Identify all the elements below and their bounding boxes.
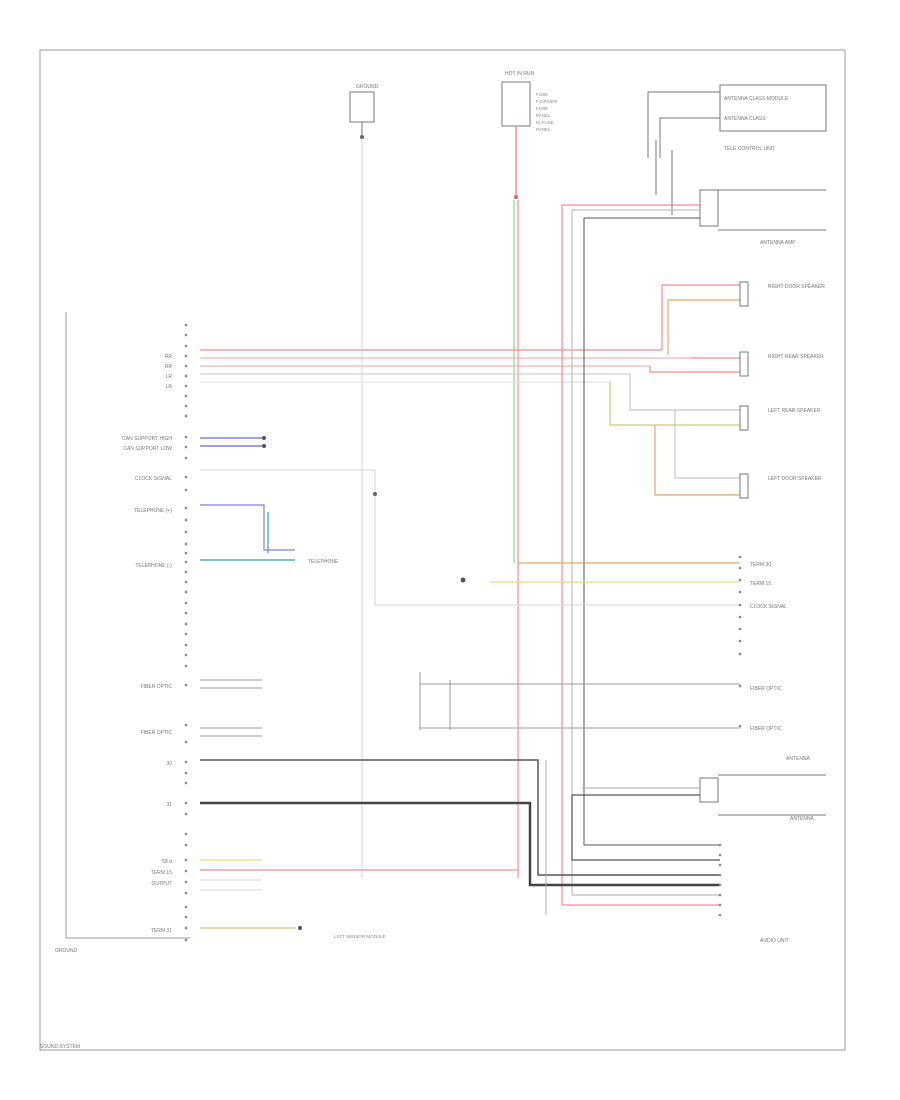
svg-text:FUSE: FUSE [536,106,548,111]
radio-bracket [65,312,190,939]
label-31: 31 [166,802,172,808]
label-can-low: CAN SUPPORT LOW [123,446,172,452]
svg-text:PANEL: PANEL [536,113,551,118]
speakers: RIGHT DOOR SPEAKER RIGHT REAR SPEAKER LE… [739,281,825,499]
trunk-wires [561,204,720,906]
svg-text:CLOCK SIGNAL: CLOCK SIGNAL [750,604,787,610]
svg-text:GROUND: GROUND [356,84,379,90]
svg-text:TERM 30: TERM 30 [750,562,771,568]
svg-text:FUSE: FUSE [536,92,548,97]
label-term15: TERM 15 [151,870,172,876]
svg-text:ANTENNA CLASS MODULE: ANTENNA CLASS MODULE [724,96,789,102]
label-term31: TERM 31 [151,928,172,934]
telephone-label-1: TELEPHONE [308,559,339,565]
label-output: OUTPUT [151,881,172,887]
label-tel-minus: TELEPHONE (-) [135,563,172,569]
power-buses [200,759,720,915]
left-sensor-label: LEFT SENSOR MODULE [334,934,386,939]
bottom-note: SOUND SYSTEM [40,1044,80,1050]
bottom-right-connector [718,843,722,917]
label-rr-plus: RR [165,354,173,360]
front-left-speaker-label: LEFT DOOR SPEAKER [768,476,822,482]
term-wires [460,562,740,583]
fuse-block: HOT IN RUN FUSE F-DRIVER FUSE PANEL IN F… [501,71,558,878]
svg-text:TERM 15: TERM 15 [750,581,771,587]
label-lr-minus: LR [166,384,173,390]
svg-text:ANTENNA CLASS: ANTENNA CLASS [724,116,766,122]
label-30: 30 [166,761,172,767]
left-labels: RR RR LR LR CAN SUPPORT HIGH CAN SUPPORT… [122,354,172,934]
top-ground: GROUND [349,84,379,878]
front-right-speaker-label: RIGHT DOOR SPEAKER [768,284,825,290]
radio-pin-column [184,323,188,942]
label-tel-plus: TELEPHONE (+) [134,508,172,514]
svg-text:HOT IN RUN: HOT IN RUN [505,71,534,77]
label-rr-minus: RR [165,364,173,370]
audio-unit-label: AUDIO UNIT [760,938,789,944]
label-fiber-1: FIBER OPTIC [141,684,173,690]
left-rear-speaker-label: LEFT REAR SPEAKER [768,408,821,414]
clock-wire [200,469,740,606]
term31-bottom: LEFT SENSOR MODULE [200,926,386,939]
svg-text:PANEL: PANEL [536,127,551,132]
right-labels: TERM 30 TERM 15 CLOCK SIGNAL FIBER OPTIC… [750,562,787,732]
label-can-high: CAN SUPPORT HIGH [122,436,172,442]
speaker-wires [200,284,740,496]
label-clock: CLOCK SIGNAL [135,476,172,482]
telephone-wires: TELEPHONE [200,504,339,565]
label-lr-plus: LR [166,374,173,380]
fiber-optic [200,672,740,737]
svg-text:FIBER OPTIC: FIBER OPTIC [750,726,782,732]
can-lines [200,436,266,448]
label-fiber-2: FIBER OPTIC [141,730,173,736]
svg-text:ANTENNA AMP: ANTENNA AMP [760,240,796,246]
right-connector [738,555,742,728]
svg-text:F-DRIVER: F-DRIVER [536,99,558,104]
label-58d: 58 d [162,859,172,865]
diagram-frame [39,49,846,1051]
antenna-lower: ANTENNA ANTENNA [571,756,826,861]
antenna-module: ANTENNA CLASS MODULE ANTENNA CLASS TELE … [647,84,827,246]
svg-text:ANTENNA: ANTENNA [786,756,811,762]
ground-label: GROUND [55,948,78,954]
svg-text:ANTENNA: ANTENNA [790,816,815,822]
svg-text:TELE CONTROL UNIT: TELE CONTROL UNIT [724,146,775,152]
svg-text:FIBER OPTIC: FIBER OPTIC [750,686,782,692]
rear-right-speaker-label: RIGHT REAR SPEAKER [768,354,824,360]
svg-text:IN FUSE: IN FUSE [536,120,554,125]
